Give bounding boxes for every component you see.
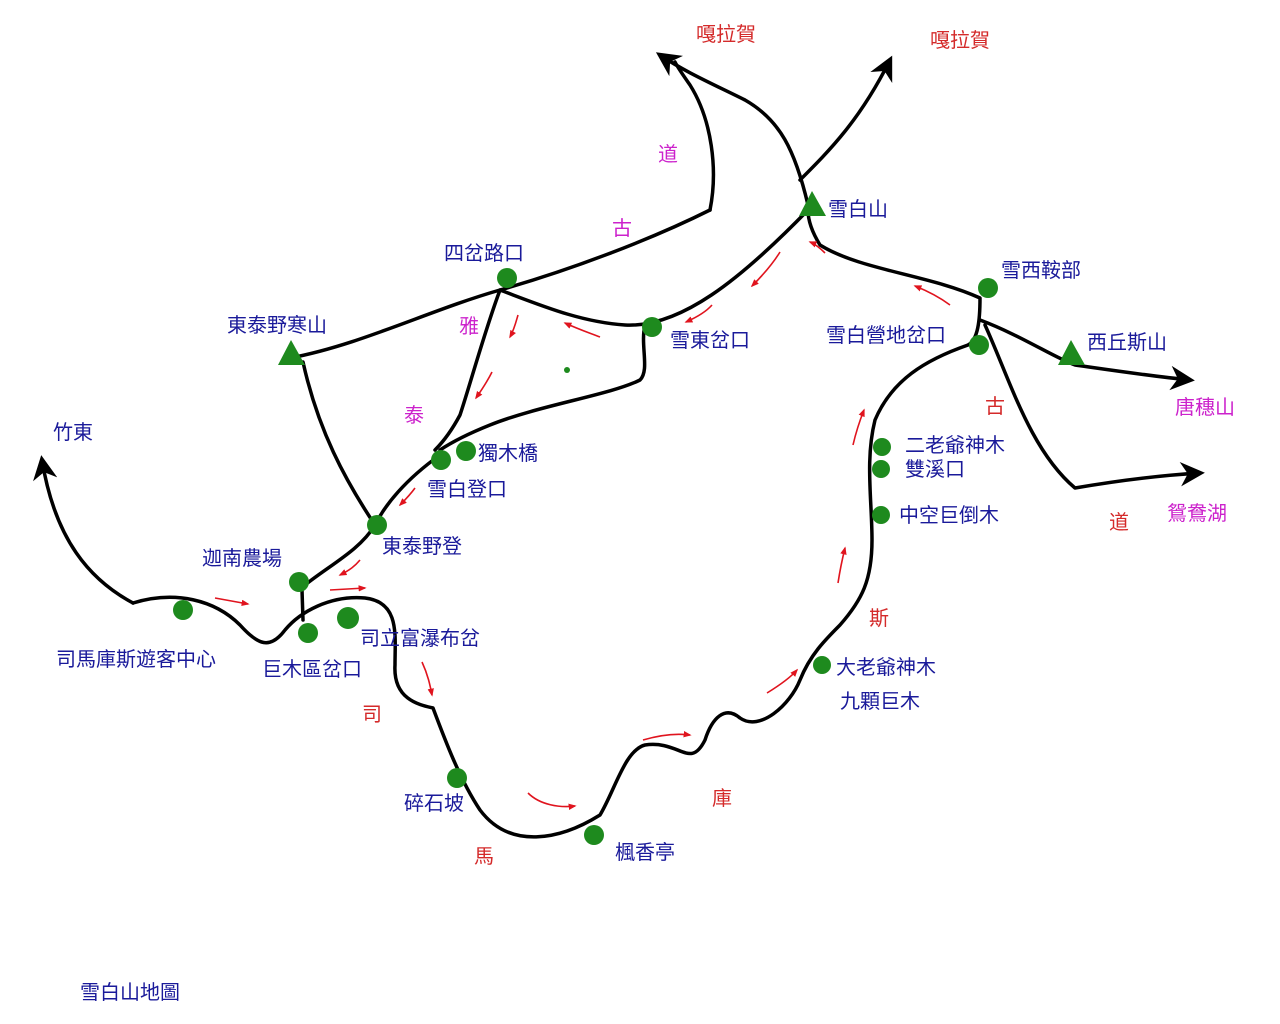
trail-to-galahe-right — [798, 55, 893, 182]
direction-arrow — [421, 661, 434, 697]
label-fengxiang: 楓香亭 — [615, 840, 675, 864]
label-xiqiusi: 西丘斯山 — [1087, 330, 1167, 354]
label-ererlao: 二老爺神木 — [905, 433, 1005, 457]
trail-xuedong-loop — [438, 323, 647, 452]
label-waterfall: 司立富瀑布岔 — [360, 626, 480, 650]
station-dot-waterfall — [337, 607, 359, 629]
trail-to-yuanyang — [983, 323, 1205, 490]
station-dot-ererlao — [873, 438, 891, 456]
label-suishipo: 碎石坡 — [404, 791, 464, 815]
route-char-ya: 雅 — [459, 314, 479, 338]
route-char-ma: 馬 — [474, 844, 494, 868]
station-dot-suishipo — [447, 768, 467, 788]
direction-arrow — [329, 585, 367, 592]
trail-jianan-connector — [300, 588, 305, 622]
label-dalaoye: 大老爺神木 — [836, 655, 936, 679]
map-caption: 雪白山地圖 — [80, 980, 180, 1004]
station-dot-dalaoye — [813, 656, 831, 674]
station-dot-hollow — [872, 506, 890, 524]
direction-arrow — [563, 322, 601, 338]
station-dot-dongtaiye — [367, 515, 387, 535]
trail-to-galahe-left — [655, 52, 810, 207]
label-dengkou: 雪白登口 — [427, 477, 507, 501]
direction-arrow — [527, 792, 577, 811]
label-zhudong: 竹東 — [53, 420, 93, 444]
station-dot-shuangxi — [872, 460, 890, 478]
station-dot-sicha — [497, 268, 517, 288]
label-dongtaiye-deng: 東泰野登 — [382, 534, 462, 558]
label-xuexi: 雪西鞍部 — [1001, 258, 1081, 282]
peak-icon-xuebaishan — [799, 191, 826, 216]
route-char-tai: 泰 — [404, 403, 424, 427]
label-galahe-left: 嘎拉賀 — [696, 22, 756, 46]
direction-arrows — [214, 241, 951, 811]
trail-yatai — [433, 288, 502, 452]
direction-arrow — [750, 251, 781, 288]
direction-arrow — [214, 597, 250, 607]
label-tangsui: 唐穗山 — [1175, 395, 1235, 419]
trail-galahe-spur — [673, 60, 716, 212]
direction-arrow — [338, 559, 361, 576]
station-dot-visitor — [173, 600, 193, 620]
route-char-dao-top: 道 — [658, 142, 678, 166]
label-sicha: 四岔路口 — [444, 241, 524, 265]
label-xuedong: 雪東岔口 — [670, 328, 750, 352]
direction-arrow — [808, 241, 826, 254]
route-char-gu-top: 古 — [612, 216, 632, 240]
station-dot-dengkou — [431, 450, 451, 470]
station-dot-xuedong — [642, 317, 662, 337]
station-dot-camp — [969, 335, 989, 355]
station-dot-jianan — [289, 572, 309, 592]
label-dumu: 獨木橋 — [478, 441, 538, 465]
direction-arrow — [837, 546, 847, 584]
label-yuanyang: 鴛鴦湖 — [1167, 501, 1227, 525]
peak-icon-xiqiusi — [1058, 340, 1085, 365]
route-char-si: 司 — [362, 702, 382, 726]
station-dot-center-small — [564, 367, 570, 373]
route-char-gu-right: 古 — [985, 394, 1005, 418]
route-char-si2: 斯 — [869, 606, 889, 630]
route-char-ku: 庫 — [712, 786, 732, 810]
route-char-dao-right: 道 — [1109, 510, 1129, 534]
direction-arrow — [642, 730, 692, 741]
label-xuebaishan: 雪白山 — [828, 197, 888, 221]
direction-arrow — [509, 314, 519, 339]
label-dongtaiye-hanshan: 東泰野寒山 — [227, 313, 327, 337]
station-dot-xuexi — [978, 278, 998, 298]
trail-hanshan-down — [301, 360, 377, 527]
direction-arrow — [684, 304, 713, 323]
peaks — [278, 191, 1085, 365]
stations — [173, 268, 998, 845]
station-dot-jumu — [298, 623, 318, 643]
station-dot-dumu — [456, 441, 476, 461]
direction-arrow — [852, 408, 865, 446]
label-jiuke: 九顆巨木 — [840, 689, 920, 713]
trail-main-loop — [131, 208, 982, 839]
direction-arrow — [913, 285, 951, 306]
direction-arrow — [398, 487, 416, 507]
label-galahe-right: 嘎拉賀 — [930, 28, 990, 52]
label-jumu: 巨木區岔口 — [262, 657, 362, 681]
peak-icon-dongtaiye — [278, 340, 305, 365]
trail-lines — [33, 52, 1205, 839]
label-shuangxi: 雙溪口 — [905, 457, 965, 481]
label-visitor: 司馬庫斯遊客中心 — [56, 647, 216, 671]
trail-zhudong — [33, 455, 135, 605]
direction-arrow — [475, 371, 493, 400]
label-jianan: 迦南農場 — [202, 546, 282, 570]
label-camp: 雪白營地岔口 — [826, 323, 946, 347]
station-dot-fengxiang — [584, 825, 604, 845]
trail-sicha-to-summit — [498, 208, 810, 327]
label-hollow: 中空巨倒木 — [899, 503, 999, 527]
direction-arrow — [766, 668, 799, 694]
